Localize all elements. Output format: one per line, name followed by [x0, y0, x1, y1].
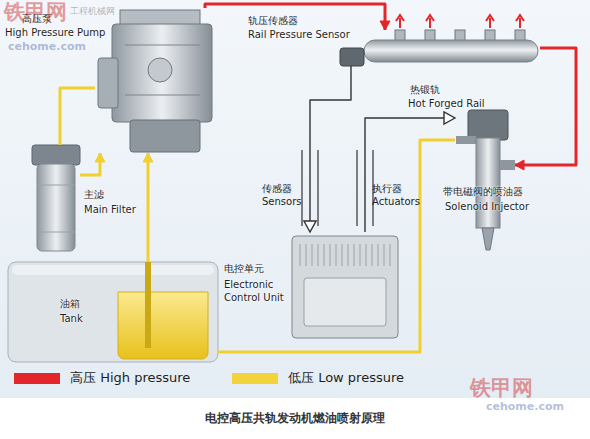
- ecu-panel: [304, 278, 386, 326]
- filter-canister: [37, 164, 75, 251]
- node-label: Tank: [60, 312, 83, 325]
- inlet-fitting: [500, 160, 515, 170]
- component-node: 带电磁阀的喷油器Solenoid Injector: [455, 110, 515, 250]
- filter-band: [37, 232, 75, 233]
- watermark: 铁甲网: [470, 374, 533, 402]
- pump-body: [112, 24, 212, 122]
- watermark: 铁甲网: [4, 0, 67, 26]
- connector-line: [205, 4, 385, 30]
- node-label: Electronic Control Unit: [224, 278, 292, 304]
- connector-line: [365, 118, 455, 232]
- ecu-fins: [300, 244, 390, 266]
- pump-detail: [148, 58, 172, 82]
- node-label: Main Filter: [84, 203, 136, 216]
- node-heading: 电控单元: [224, 262, 264, 275]
- connector: [60, 88, 95, 145]
- outlet-flow-arrow: [396, 15, 524, 28]
- arrow-head: [95, 153, 105, 162]
- connector-line: [218, 140, 455, 352]
- caption: 电控高压共轨发动机燃油喷射原理: [0, 410, 590, 427]
- node-label: Solenoid Injector: [445, 200, 529, 213]
- arrow-head: [304, 221, 316, 232]
- solenoid: [468, 110, 508, 140]
- caption-band: [0, 398, 590, 439]
- connector-line: [80, 153, 100, 175]
- ecu-illustration: [292, 236, 398, 338]
- node-heading: 油箱: [60, 297, 80, 310]
- component-node: 电控单元Electronic Control Unit: [290, 232, 400, 340]
- tank-body: [8, 262, 218, 362]
- connector: [205, 4, 390, 30]
- connector: [304, 66, 351, 232]
- connector-line: [60, 88, 95, 145]
- pump-detail: [125, 95, 200, 96]
- pump-base: [130, 120, 200, 152]
- signal-label: 执行器 Actuators: [372, 182, 427, 208]
- signal-wire: [302, 150, 373, 226]
- arrow-head: [380, 21, 390, 30]
- filter-head: [32, 145, 80, 165]
- leak-fitting: [456, 136, 476, 144]
- pump-detail: [125, 45, 200, 46]
- background: [0, 0, 590, 398]
- connector: [218, 140, 455, 352]
- arrow-head: [444, 112, 455, 124]
- pump-inlet: [98, 58, 118, 108]
- tank-highlight: [12, 265, 214, 275]
- legend-swatch: [14, 373, 60, 384]
- connector-line: [515, 48, 576, 165]
- watermark: cehome.com: [486, 400, 564, 413]
- ecu-box: [292, 236, 398, 338]
- node-label: Rail Pressure Sensor: [248, 28, 350, 41]
- connector: [80, 153, 105, 175]
- component-node: 轨压传感器Rail Pressure Sensor: [340, 48, 364, 66]
- component-node: 热锻轨Hot Forged Rail: [362, 30, 540, 70]
- legend-swatch: [232, 373, 278, 384]
- pickup-tube: [145, 262, 151, 348]
- connector-line: [147, 153, 150, 262]
- signal-bundle: [302, 150, 373, 226]
- connector: [143, 153, 153, 262]
- filter-band: [37, 185, 75, 186]
- node-label: Hot Forged Rail: [408, 97, 485, 110]
- watermark: 工程机械网: [70, 5, 115, 18]
- watermark: cehome.com: [8, 40, 86, 53]
- legend-text: 低压 Low pressure: [288, 370, 404, 386]
- component-node: 油箱 Tank: [8, 262, 218, 362]
- component-node: 高压泵High Pressure Pump: [95, 8, 225, 153]
- node-heading: 轨压传感器: [248, 14, 298, 27]
- rail-tube: [364, 40, 538, 62]
- injector-illustration: [456, 110, 515, 250]
- fuel-level: [118, 292, 208, 359]
- node-heading: 热锻轨: [410, 83, 440, 96]
- node-heading: 带电磁阀的喷油器: [443, 185, 523, 198]
- tank-illustration: [8, 262, 218, 362]
- pressure-sensor: [340, 48, 364, 66]
- connector: [515, 48, 576, 170]
- node-label: High Pressure Pump: [5, 26, 105, 39]
- arrow-head: [143, 153, 153, 162]
- filter-illustration: [32, 145, 80, 251]
- rail-illustration: [340, 15, 538, 66]
- legend-text: 高压 High pressure: [70, 370, 190, 386]
- connector: [365, 112, 455, 232]
- component-node: 主滤Main Filter: [32, 145, 80, 251]
- arrow-head: [515, 160, 524, 170]
- injector-body: [476, 138, 500, 228]
- signal-label: 传感器 Sensors: [262, 182, 304, 208]
- node-heading: 主滤: [84, 188, 104, 201]
- connector-line: [310, 66, 351, 232]
- nozzle: [482, 228, 494, 250]
- pump-illustration: [98, 10, 212, 152]
